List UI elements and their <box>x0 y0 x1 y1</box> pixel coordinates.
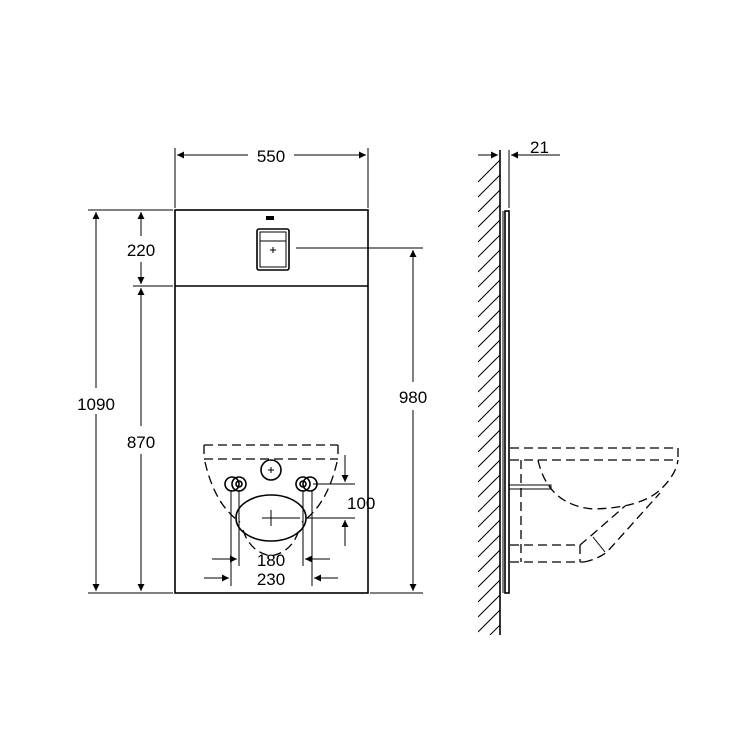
dim-lower-section: 870 <box>127 433 155 452</box>
panel-outline <box>174 209 369 594</box>
dim-bolt-outer: 230 <box>257 570 285 589</box>
panel-side <box>504 210 510 594</box>
side-view: 21 <box>478 138 679 635</box>
dim-width: 550 <box>257 147 285 166</box>
dim-inlet-offset: 100 <box>347 494 375 513</box>
front-view: 550 1090 220 870 980 100 180 <box>77 147 427 594</box>
inlet-circle <box>260 459 282 481</box>
flush-plate <box>256 216 290 271</box>
dim-flush-height: 980 <box>399 388 427 407</box>
bolt-left <box>224 476 247 492</box>
wall-hatch <box>478 160 500 635</box>
connection-pipe <box>508 484 552 490</box>
dim-panel-thickness: 21 <box>530 138 549 157</box>
toilet-side-dashed <box>510 447 679 563</box>
toilet-outline-dashed <box>203 444 339 557</box>
dim-total-height: 1090 <box>77 395 115 414</box>
dim-bolt-inner: 180 <box>257 551 285 570</box>
dim-top-section: 220 <box>127 241 155 260</box>
